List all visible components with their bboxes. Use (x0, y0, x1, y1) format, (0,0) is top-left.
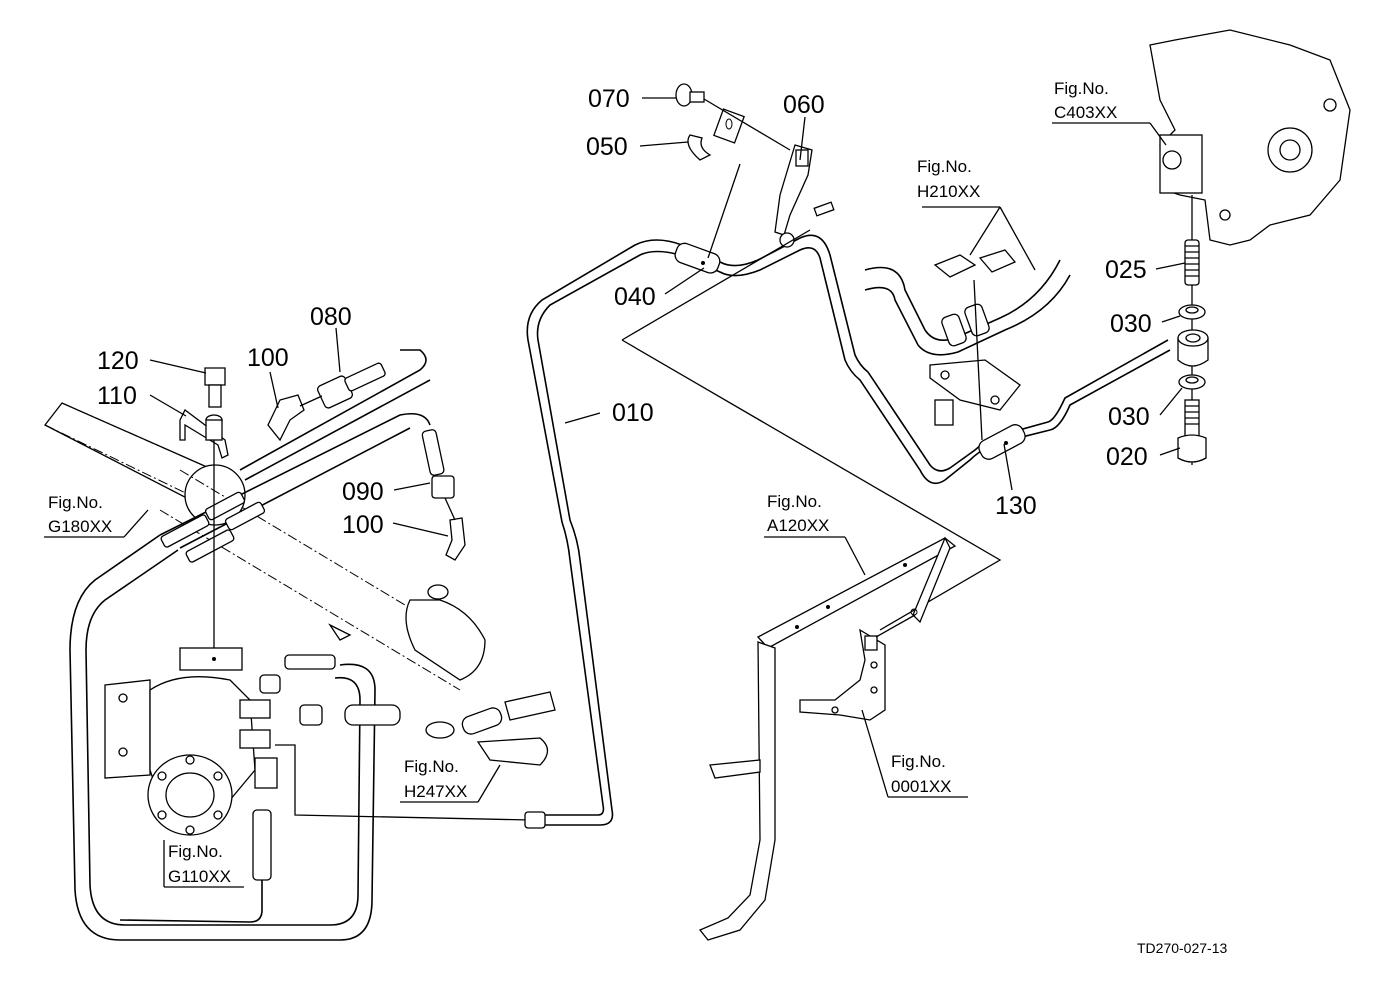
label-110[interactable]: 110 (97, 382, 137, 410)
spring-025[interactable] (1184, 239, 1200, 286)
figref-a120[interactable]: Fig.No. A120XX (767, 492, 829, 535)
figref-g180[interactable]: Fig.No. G180XX (48, 493, 112, 536)
fittings-left-pipe[interactable] (160, 491, 266, 563)
washer-030-lower[interactable] (1178, 374, 1206, 390)
figref-code: 0001XX (891, 777, 952, 796)
figref-caption: Fig.No. (1054, 79, 1109, 98)
pump-fittings[interactable] (252, 654, 556, 881)
bracket-0001[interactable] (799, 628, 886, 721)
figref-code: G180XX (48, 517, 112, 536)
figref-caption: Fig.No. (404, 757, 459, 776)
hose-h210[interactable] (864, 249, 1071, 426)
frame-a120[interactable] (698, 536, 957, 941)
figref-code: H210XX (917, 182, 980, 201)
cylinder-g180[interactable] (44, 402, 486, 691)
label-020[interactable]: 020 (1106, 443, 1148, 471)
figref-caption: Fig.No. (48, 493, 103, 512)
figref-code: A120XX (767, 516, 829, 535)
figref-caption: Fig.No. (891, 752, 946, 771)
sleeve-040[interactable] (673, 241, 722, 275)
pipe-080-loop[interactable] (159, 349, 431, 549)
clamp-110[interactable] (179, 409, 229, 459)
bolt-120[interactable] (204, 367, 226, 408)
clamp-050[interactable] (687, 108, 745, 161)
elbow-100-lower[interactable] (445, 517, 466, 561)
elbow-100-upper[interactable] (267, 394, 305, 442)
hose-090[interactable] (421, 429, 455, 499)
figref-g110[interactable]: Fig.No. G110XX (168, 842, 231, 886)
figref-caption: Fig.No. (168, 842, 223, 861)
label-090[interactable]: 090 (342, 478, 384, 506)
label-100-lower[interactable]: 100 (342, 511, 384, 539)
label-025[interactable]: 025 (1105, 256, 1147, 284)
adapter-080[interactable] (316, 362, 386, 409)
label-010[interactable]: 010 (612, 399, 654, 427)
label-100-upper[interactable]: 100 (247, 344, 289, 372)
label-070[interactable]: 070 (588, 85, 630, 113)
housing-c403[interactable] (1149, 29, 1351, 246)
figref-h210[interactable]: Fig.No. H210XX (917, 157, 980, 201)
sleeve-130[interactable] (976, 422, 1028, 462)
figref-code: H247XX (404, 782, 467, 801)
label-040[interactable]: 040 (614, 283, 656, 311)
bolt-070[interactable] (675, 83, 705, 107)
figref-h247[interactable]: Fig.No. H247XX (404, 757, 467, 801)
pipe-010[interactable] (526, 234, 1171, 826)
bracket-060[interactable] (774, 144, 835, 248)
bolt-020[interactable] (1177, 399, 1207, 463)
figref-code: C403XX (1054, 103, 1117, 122)
label-030-lower[interactable]: 030 (1108, 403, 1150, 431)
figref-code: G110XX (168, 867, 231, 886)
pump-g110[interactable] (104, 647, 278, 836)
figref-c403[interactable]: Fig.No. C403XX (1054, 79, 1117, 122)
washer-030-upper[interactable] (1178, 304, 1206, 320)
label-030-upper[interactable]: 030 (1110, 310, 1152, 338)
figref-caption: Fig.No. (767, 492, 822, 511)
label-120[interactable]: 120 (97, 347, 139, 375)
label-050[interactable]: 050 (586, 133, 628, 161)
figref-caption: Fig.No. (917, 157, 972, 176)
figref-0001[interactable]: Fig.No. 0001XX (891, 752, 952, 796)
hose-return-loop[interactable] (69, 534, 376, 941)
label-130[interactable]: 130 (995, 492, 1037, 520)
eye-fitting[interactable] (1177, 329, 1209, 367)
drawing-code: TD270-027-13 (1137, 940, 1227, 956)
label-080[interactable]: 080 (310, 303, 352, 331)
label-060[interactable]: 060 (783, 91, 825, 119)
pipe-010-end-fitting[interactable] (524, 811, 546, 829)
